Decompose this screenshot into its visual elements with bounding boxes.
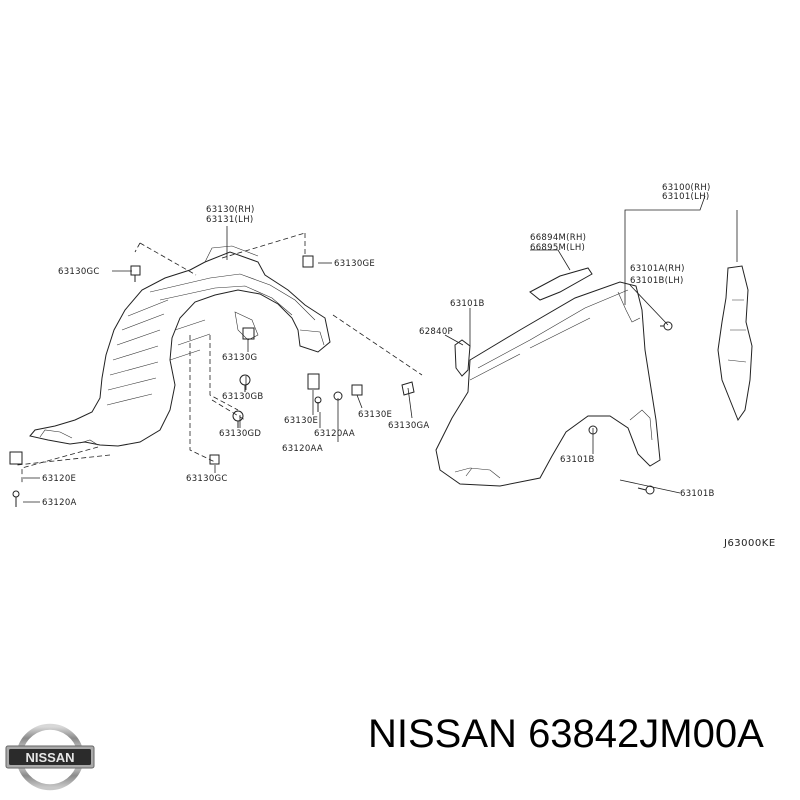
label-63130gc-top: 63130GC <box>58 267 100 277</box>
fender-liner-drawing <box>9 226 423 507</box>
part-title: NISSAN 63842JM00A <box>368 712 764 757</box>
label-63120aa-a: 63120AA <box>314 429 355 439</box>
fender-drawing <box>435 195 753 495</box>
label-63101-lh: 63101(LH) <box>662 192 710 202</box>
label-66894m-rh: 66894M(RH) <box>530 233 586 243</box>
label-63130-rh: 63130(RH) <box>206 205 255 215</box>
label-63131-lh: 63131(LH) <box>206 215 254 225</box>
label-66895m-lh: 66895M(LH) <box>530 243 585 253</box>
label-63130e-b: 63130E <box>358 410 392 420</box>
label-63130g: 63130G <box>222 353 257 363</box>
label-63100-rh: 63100(RH) <box>662 183 711 193</box>
label-63101b-lh: 63101B(LH) <box>630 276 684 286</box>
diagram-code: J63000KE <box>723 538 776 549</box>
svg-text:NISSAN: NISSAN <box>25 750 74 765</box>
label-63120a: 63120A <box>42 498 77 508</box>
part-number: 63842JM00A <box>528 712 764 756</box>
label-63130ga: 63130GA <box>388 421 430 431</box>
label-63101b-low: 63101B <box>560 455 595 465</box>
label-62840p: 62840P <box>419 327 453 337</box>
label-63130gc-bottom: 63130GC <box>186 474 228 484</box>
label-63120aa-b: 63120AA <box>282 444 323 454</box>
label-63120e: 63120E <box>42 474 76 484</box>
label-63101b-top: 63101B <box>450 299 485 309</box>
brand-name: NISSAN <box>368 712 517 756</box>
label-63130gb: 63130GB <box>222 392 264 402</box>
label-63130gd: 63130GD <box>219 429 261 439</box>
label-63101b-bottom: 63101B <box>680 489 715 499</box>
nissan-logo-icon: NISSAN <box>5 723 95 791</box>
label-63101a-rh: 63101A(RH) <box>630 264 685 274</box>
label-63130ge: 63130GE <box>334 259 375 269</box>
label-63130e-a: 63130E <box>284 416 318 426</box>
